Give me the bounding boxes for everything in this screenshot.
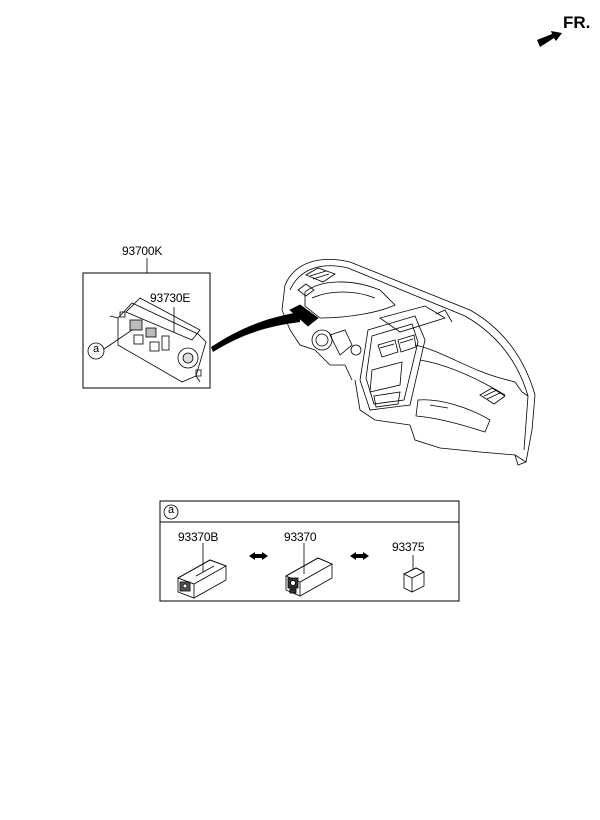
callout-marker-circle bbox=[87, 342, 105, 360]
switch-assembly-box bbox=[82, 272, 211, 389]
dashboard-drawing bbox=[281, 259, 536, 466]
switch-assembly-label: 93700K bbox=[122, 244, 163, 258]
switch-option-drawing bbox=[285, 557, 333, 597]
callout-marker-leader bbox=[103, 329, 133, 350]
switch-option-label: 93370 bbox=[284, 530, 317, 544]
switch-option-b-drawing bbox=[177, 559, 227, 599]
variant-box bbox=[159, 500, 460, 602]
switch-blank-label: 93375 bbox=[392, 540, 425, 554]
switch-panel-label: 93730E bbox=[150, 291, 191, 305]
callout-marker-label: a bbox=[93, 343, 99, 355]
interchange-arrow-2-icon bbox=[350, 552, 369, 560]
switch-blank-drawing bbox=[403, 567, 425, 593]
interchange-arrow-1-icon bbox=[249, 552, 268, 560]
switch-panel-drawing bbox=[109, 297, 207, 383]
switch-option-b-label: 93370B bbox=[178, 530, 219, 544]
variant-box-marker-label: a bbox=[168, 504, 174, 516]
variant-box-marker-circle bbox=[163, 504, 179, 520]
front-direction-arrow-icon bbox=[537, 31, 562, 47]
front-direction-label: FR. bbox=[563, 13, 591, 32]
location-connector-arrow bbox=[211, 312, 300, 352]
